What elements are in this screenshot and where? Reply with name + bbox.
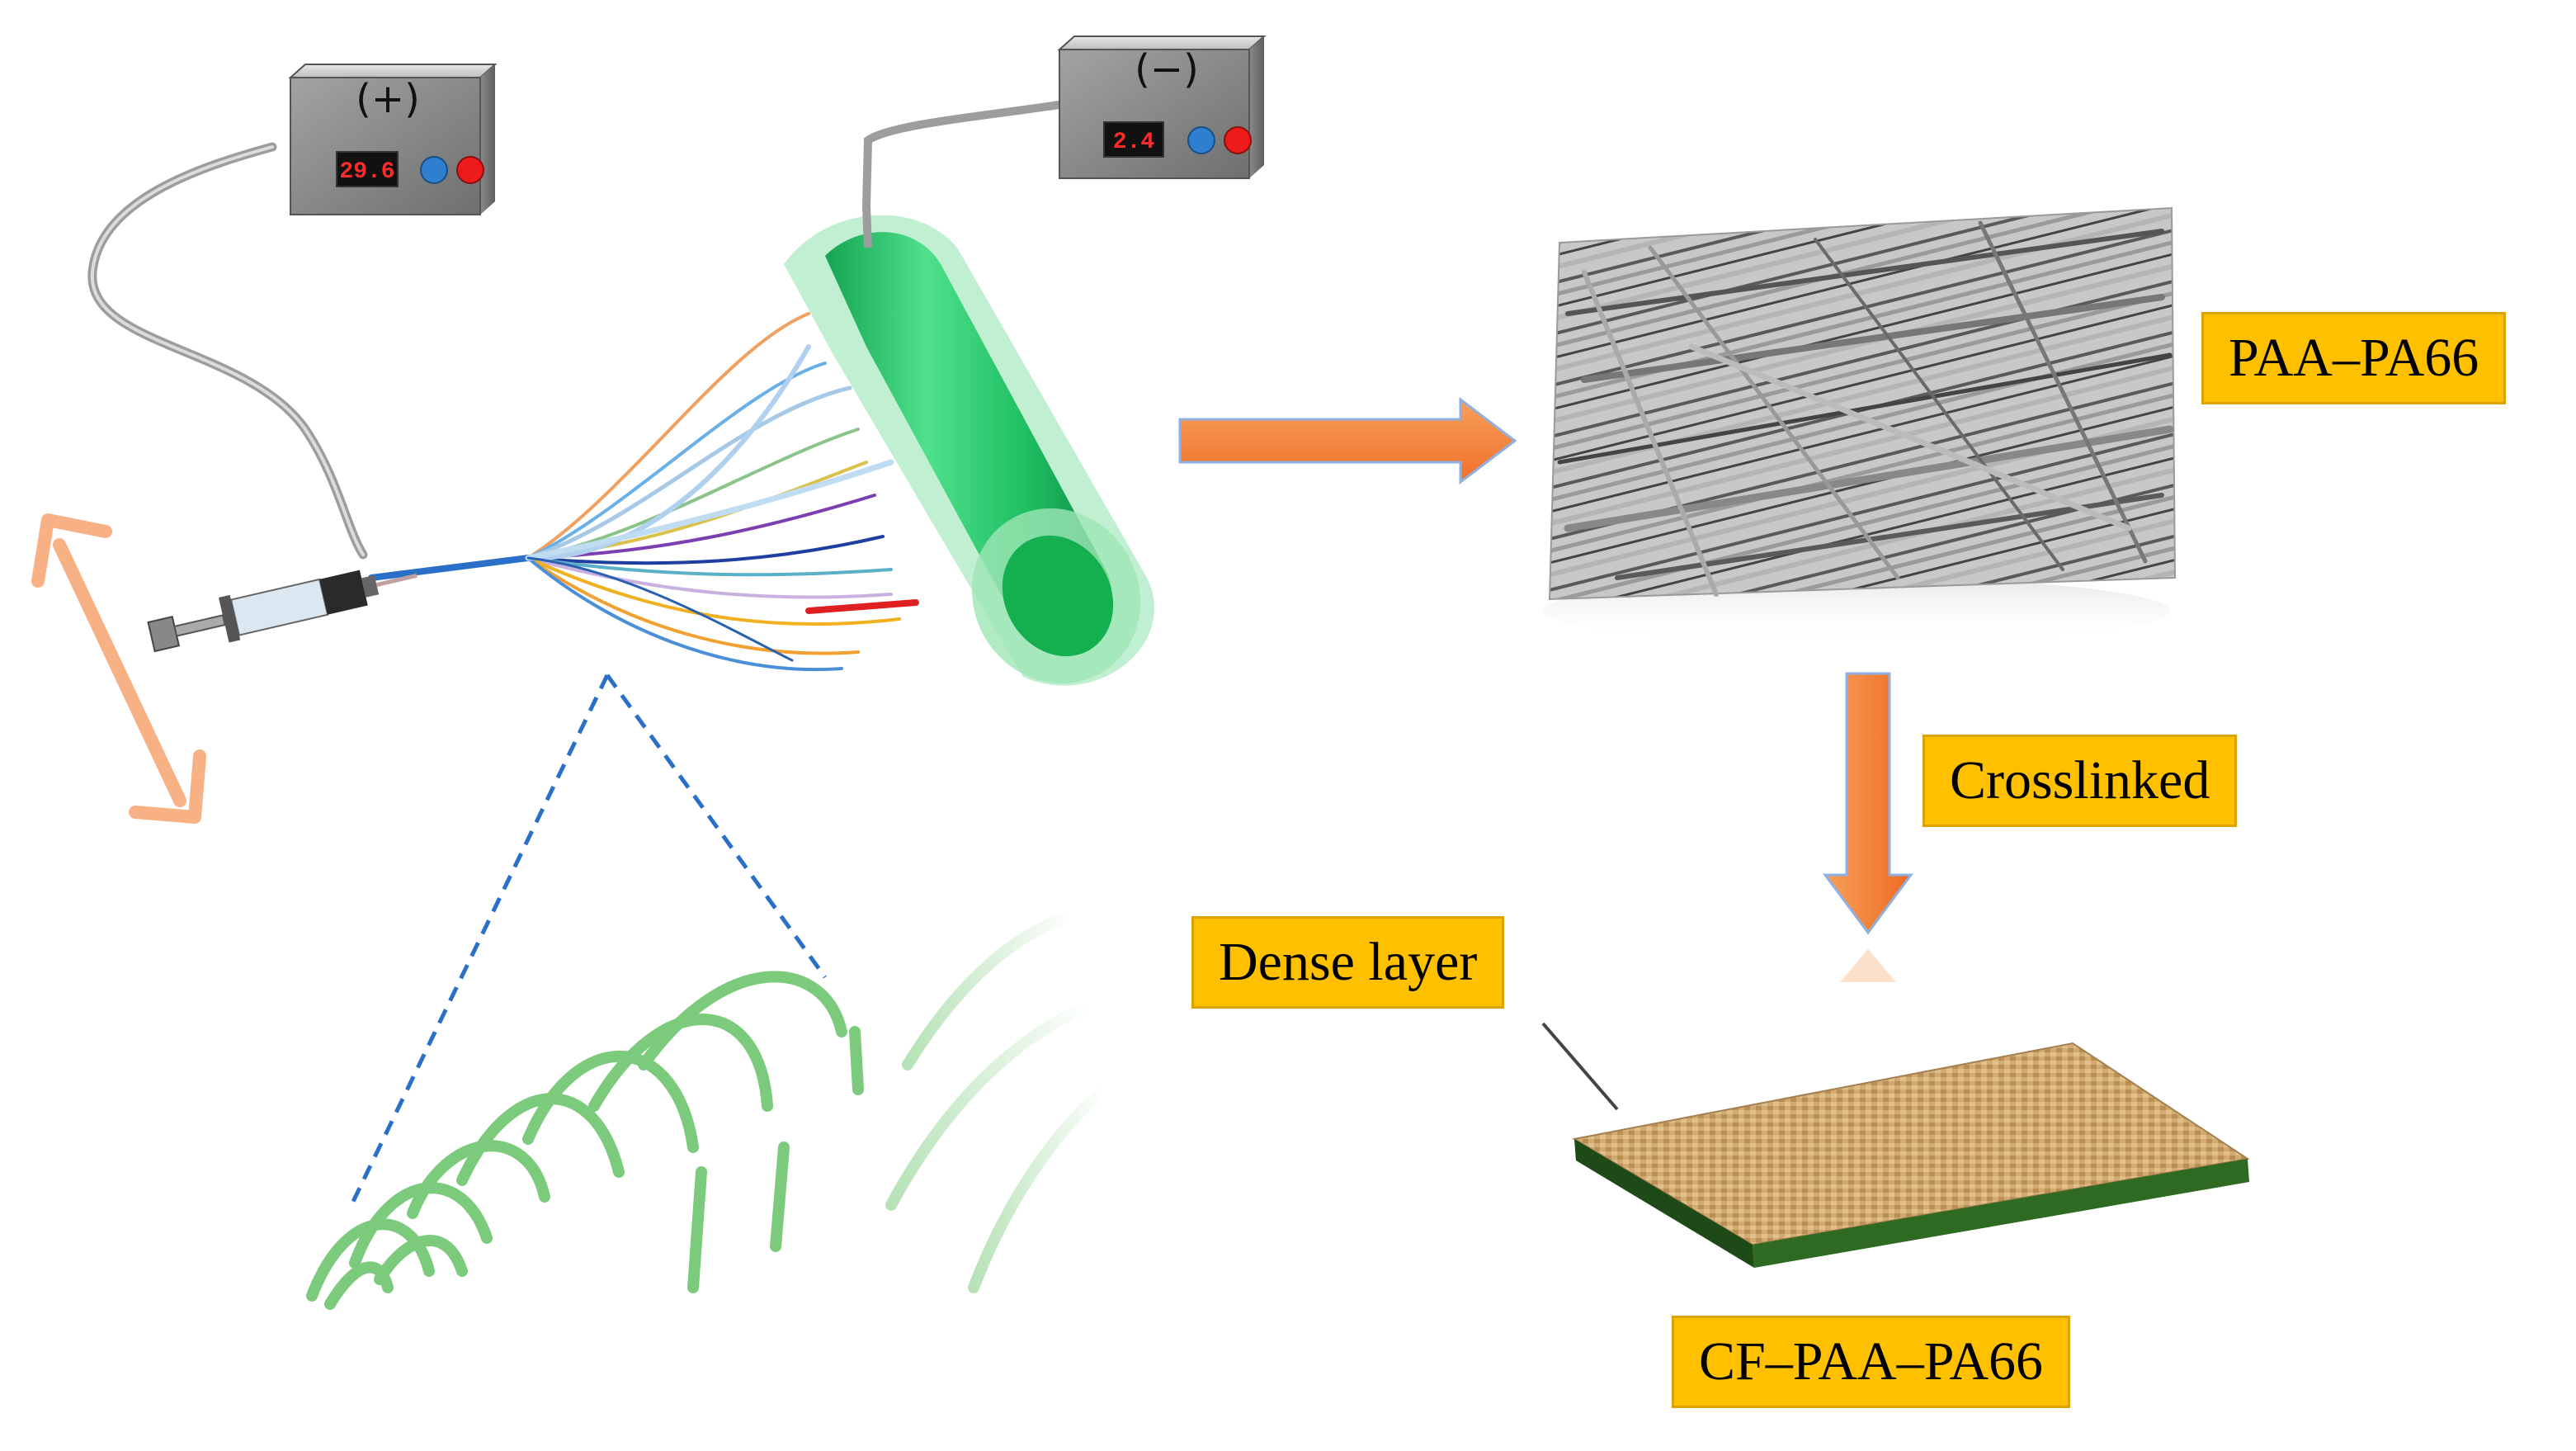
dense-layer-label: Dense layer (1191, 916, 1505, 1009)
membrane-icon (1572, 1042, 2250, 1268)
zoom-guide-lines (347, 674, 828, 1210)
reciprocating-arrow-icon (31, 513, 206, 824)
positive-sign: (+) (356, 76, 420, 122)
positive-voltage-readout: 29.6 (339, 159, 394, 185)
coiled-fiber-icon (306, 971, 864, 1310)
dense-layer-pointer (1541, 1022, 1619, 1111)
crosslinked-label: Crosslinked (1923, 735, 2238, 827)
knob-blue (420, 156, 448, 184)
negative-voltage-readout: 2.4 (1113, 130, 1154, 155)
power-supply-positive-icon (288, 64, 498, 215)
cf-paa-pa66-label: CF–PAA–PA66 (1672, 1316, 2071, 1408)
knob-red (1224, 126, 1252, 154)
syringe-icon (147, 570, 418, 653)
voltage-display (336, 151, 399, 187)
crosslink-arrow-icon (1823, 672, 1913, 982)
power-supply-negative-icon (1057, 35, 1267, 179)
collector-drum-icon (784, 206, 1155, 686)
nanofiber-mat-icon (1543, 206, 2177, 644)
fiber-jets (368, 312, 919, 671)
process-arrow-right-icon (1178, 396, 1517, 485)
knob-blue (1187, 126, 1215, 154)
negative-cable (862, 100, 1069, 210)
paa-pa66-label: PAA–PA66 (2201, 312, 2507, 404)
knob-red (456, 156, 484, 184)
voltage-display (1103, 121, 1164, 158)
negative-sign: (−) (1135, 46, 1199, 92)
coiled-fiber-fading (885, 910, 1111, 1293)
